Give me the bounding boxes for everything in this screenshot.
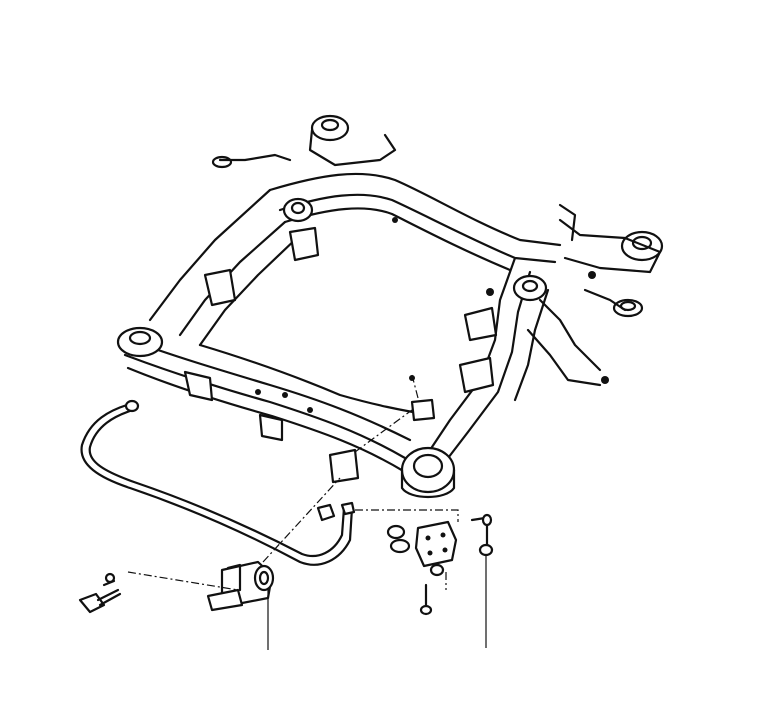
alignment-lines [127,374,459,591]
stabilizer-link [470,513,494,557]
stabilizer-bar [80,399,354,566]
link-nut [316,501,356,522]
link-washer [386,524,411,554]
callout-leaders [267,556,487,650]
bracket-bolt [419,563,445,616]
front-subframe [116,114,664,498]
bushing-clamp [206,563,244,612]
mount-bracket [328,398,458,568]
clamp-bolt [78,572,122,614]
